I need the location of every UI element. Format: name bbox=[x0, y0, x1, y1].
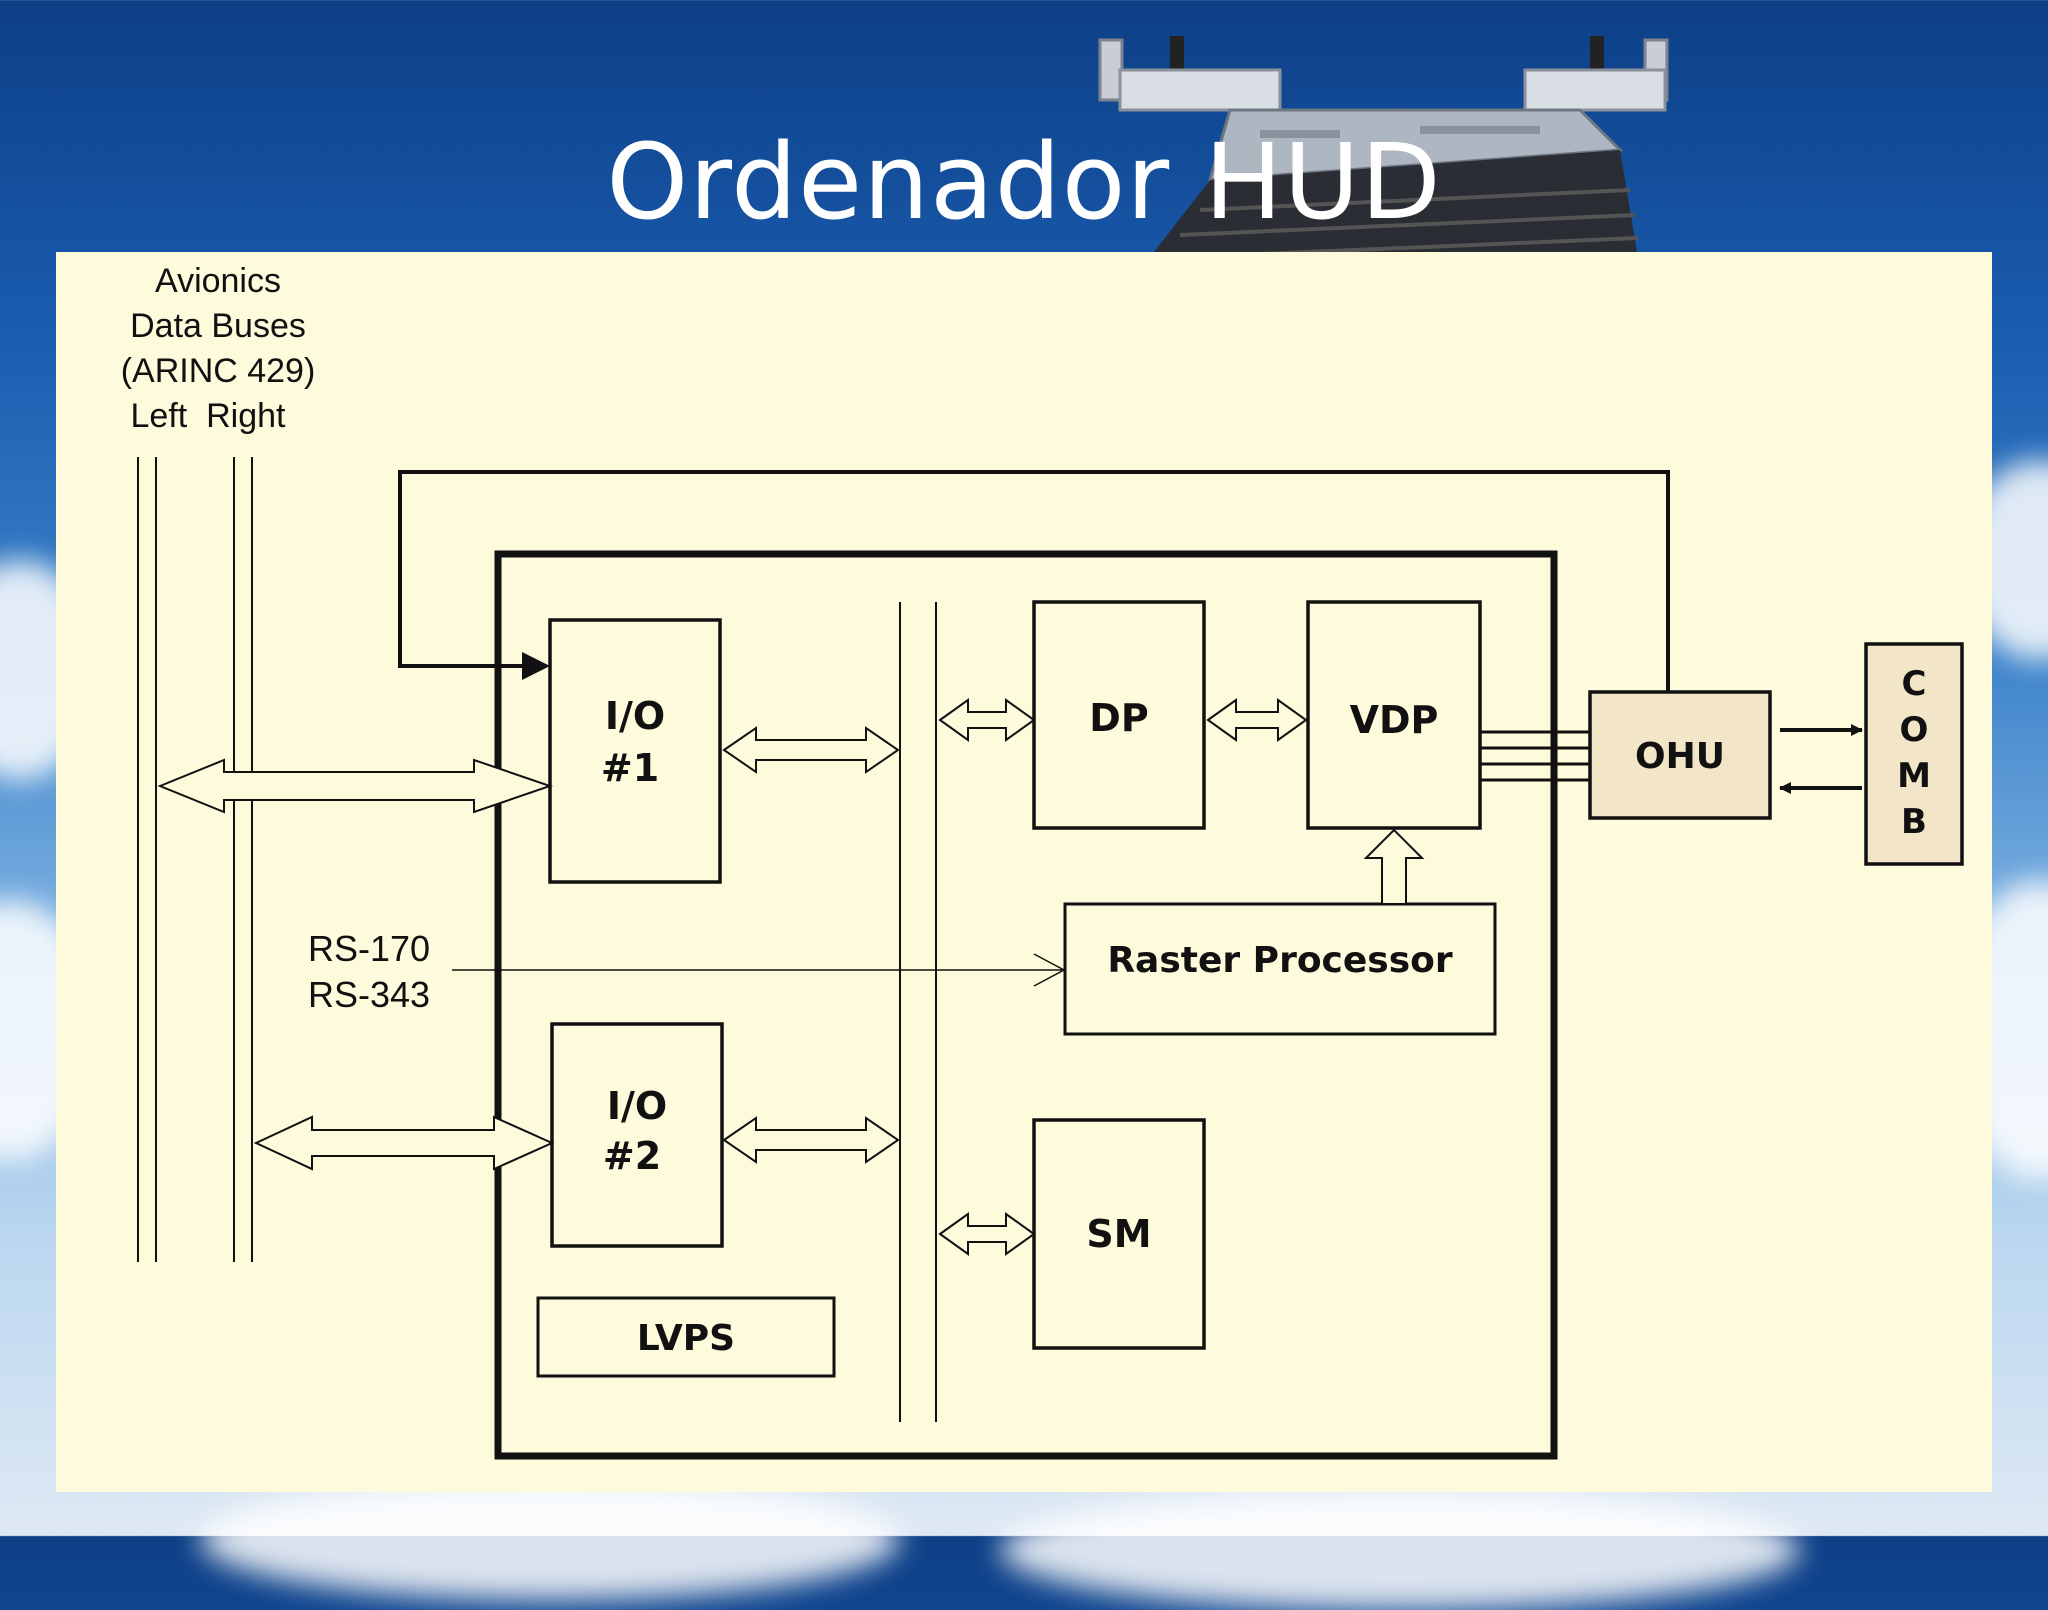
hud-computer-image bbox=[1098, 36, 1669, 270]
io2-label-line1: I/O bbox=[606, 1084, 668, 1128]
video-input-label-line1: RS-170 bbox=[308, 928, 431, 969]
diagram-panel: Avionics Data Buses (ARINC 429) Left Rig… bbox=[56, 252, 1992, 1492]
lvps-label: LVPS bbox=[636, 1318, 736, 1359]
video-input-label-line2: RS-343 bbox=[308, 974, 431, 1015]
bus-to-dp-arrow bbox=[938, 698, 1036, 742]
comb-label-o: O bbox=[1899, 710, 1929, 750]
raster-processor-label: Raster Processor bbox=[1107, 940, 1453, 981]
comb-label-b: B bbox=[1901, 802, 1927, 842]
feedback-arrowhead bbox=[522, 652, 550, 680]
bus-label-line3: (ARINC 429) bbox=[120, 352, 316, 390]
sm-label: SM bbox=[1086, 1212, 1152, 1256]
io2-to-bus-arrow bbox=[722, 1116, 900, 1164]
dp-to-vdp-arrow bbox=[1206, 698, 1308, 742]
io2-label-line2: #2 bbox=[602, 1134, 662, 1178]
io2-block bbox=[550, 1022, 724, 1248]
io1-label-line2: #1 bbox=[600, 746, 660, 790]
io1-to-bus-arrow bbox=[722, 726, 900, 774]
hud-computer-enclosure bbox=[494, 550, 1558, 1460]
ohu-label: OHU bbox=[1635, 736, 1725, 777]
bus-to-sm-arrow bbox=[938, 1212, 1036, 1256]
block-diagram bbox=[137, 457, 1964, 1460]
bus-to-io2-arrow bbox=[253, 1115, 555, 1171]
comb-label-m: M bbox=[1897, 756, 1931, 796]
io1-label-line1: I/O bbox=[604, 694, 666, 738]
vdp-block bbox=[1306, 600, 1482, 830]
raster-processor-block bbox=[1063, 902, 1497, 1036]
vdp-to-ohu-lines bbox=[1480, 730, 1590, 782]
raster-to-vdp-arrow bbox=[1363, 828, 1425, 905]
dp-block bbox=[1032, 600, 1206, 830]
slide-title: Ordenador HUD bbox=[606, 121, 1442, 243]
bus-label-line1: Avionics bbox=[155, 262, 281, 300]
bus-to-io1-arrow bbox=[157, 758, 554, 814]
internal-bus bbox=[899, 602, 937, 1422]
ohu-block bbox=[1588, 690, 1772, 820]
vdp-label: VDP bbox=[1349, 698, 1439, 742]
avionics-data-buses bbox=[137, 457, 253, 1262]
cloud bbox=[1000, 1490, 1800, 1610]
bus-label-line4: Left Right bbox=[130, 397, 286, 435]
video-input-arrowhead bbox=[1033, 953, 1066, 987]
dp-label: DP bbox=[1089, 696, 1149, 740]
bus-label-line2: Data Buses bbox=[130, 307, 306, 345]
combiner-block bbox=[1864, 642, 1964, 866]
ohu-feedback-line bbox=[398, 470, 1670, 692]
cloud bbox=[200, 1480, 900, 1600]
io1-block bbox=[548, 618, 722, 884]
lvps-block bbox=[536, 1296, 836, 1378]
comb-label-c: C bbox=[1901, 664, 1927, 704]
